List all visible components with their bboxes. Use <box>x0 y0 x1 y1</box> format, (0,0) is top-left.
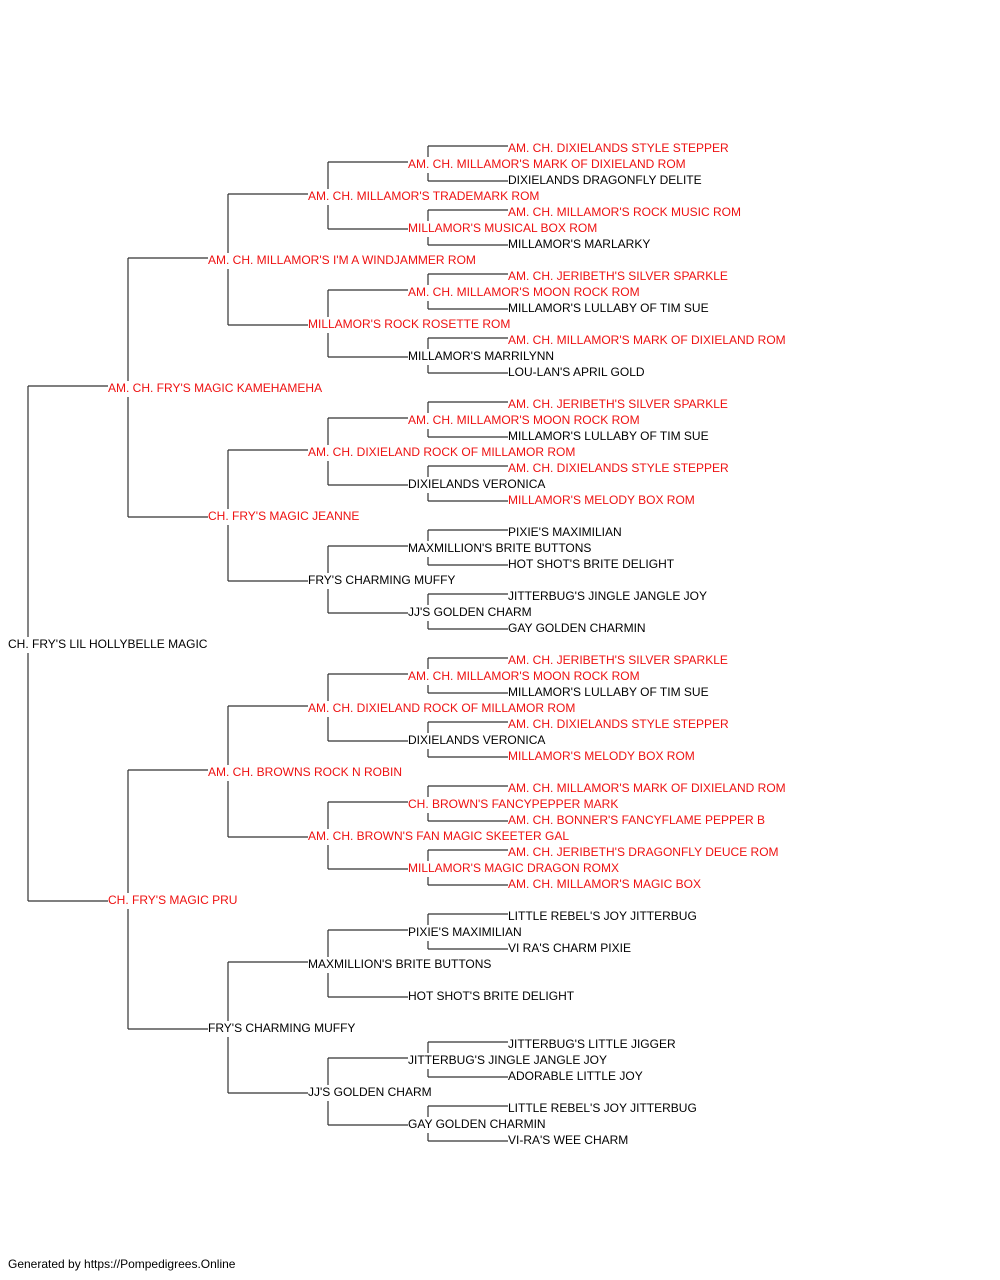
ancestor-name: MILLAMOR'S MARLARKY <box>508 237 653 251</box>
ancestor-name: AM. CH. DIXIELANDS STYLE STEPPER <box>508 461 731 475</box>
ancestor-name: AM. CH. MILLAMOR'S ROCK MUSIC ROM <box>508 205 743 219</box>
ancestor-name: LOU-LAN'S APRIL GOLD <box>508 365 647 379</box>
ancestor-name: CH. BROWN'S FANCYPEPPER MARK <box>408 797 621 811</box>
ancestor-name: PIXIE'S MAXIMILIAN <box>408 925 524 939</box>
ancestor-name: AM. CH. MILLAMOR'S TRADEMARK ROM <box>308 189 542 203</box>
ancestor-name: AM. CH. BONNER'S FANCYFLAME PEPPER B <box>508 813 768 827</box>
ancestor-name: MILLAMOR'S MUSICAL BOX ROM <box>408 221 600 235</box>
ancestor-name: AM. CH. MILLAMOR'S MARK OF DIXIELAND ROM <box>408 157 688 171</box>
ancestor-name: MILLAMOR'S MAGIC DRAGON ROMX <box>408 861 621 875</box>
ancestor-name: JITTERBUG'S JINGLE JANGLE JOY <box>508 589 709 603</box>
ancestor-name: MILLAMOR'S LULLABY OF TIM SUE <box>508 429 711 443</box>
ancestor-name: AM. CH. JERIBETH'S DRAGONFLY DEUCE ROM <box>508 845 781 859</box>
ancestor-name: AM. CH. MILLAMOR'S MOON ROCK ROM <box>408 413 642 427</box>
ancestor-name: AM. CH. MILLAMOR'S MARK OF DIXIELAND ROM <box>508 333 788 347</box>
ancestor-name: AM. CH. DIXIELAND ROCK OF MILLAMOR ROM <box>308 701 578 715</box>
ancestor-name: GAY GOLDEN CHARMIN <box>408 1117 548 1131</box>
ancestor-name: MILLAMOR'S MELODY BOX ROM <box>508 493 697 507</box>
ancestor-name: CH. FRY'S MAGIC JEANNE <box>208 509 362 523</box>
ancestor-name: MILLAMOR'S ROCK ROSETTE ROM <box>308 317 513 331</box>
ancestor-name: LITTLE REBEL'S JOY JITTERBUG <box>508 1101 699 1115</box>
ancestor-name: HOT SHOT'S BRITE DELIGHT <box>408 989 577 1003</box>
ancestor-name: AM. CH. MILLAMOR'S MOON ROCK ROM <box>408 285 642 299</box>
ancestor-name: VI RA'S CHARM PIXIE <box>508 941 633 955</box>
ancestor-name: CH. FRY'S MAGIC PRU <box>108 893 240 907</box>
ancestor-name: AM. CH. MILLAMOR'S MAGIC BOX <box>508 877 703 891</box>
footer-credit: Generated by https://Pompedigrees.Online <box>8 1257 236 1271</box>
ancestor-name: AM. CH. MILLAMOR'S MOON ROCK ROM <box>408 669 642 683</box>
ancestor-name: AM. CH. MILLAMOR'S I'M A WINDJAMMER ROM <box>208 253 478 267</box>
ancestor-name: DIXIELANDS VERONICA <box>408 733 548 747</box>
ancestor-name: FRY'S CHARMING MUFFY <box>208 1021 358 1035</box>
ancestor-name: DIXIELANDS VERONICA <box>408 477 548 491</box>
ancestor-name: MILLAMOR'S MELODY BOX ROM <box>508 749 697 763</box>
ancestor-name: LITTLE REBEL'S JOY JITTERBUG <box>508 909 699 923</box>
ancestor-name: GAY GOLDEN CHARMIN <box>508 621 648 635</box>
ancestor-name: JJ'S GOLDEN CHARM <box>308 1085 434 1099</box>
ancestor-name: DIXIELANDS DRAGONFLY DELITE <box>508 173 704 187</box>
ancestor-name: VI-RA'S WEE CHARM <box>508 1133 631 1147</box>
subject-dog-name: CH. FRY'S LIL HOLLYBELLE MAGIC <box>8 637 210 651</box>
ancestor-name: MAXMILLION'S BRITE BUTTONS <box>308 957 494 971</box>
ancestor-name: AM. CH. JERIBETH'S SILVER SPARKLE <box>508 653 730 667</box>
ancestor-name: MILLAMOR'S LULLABY OF TIM SUE <box>508 301 711 315</box>
ancestor-name: MILLAMOR'S MARRILYNN <box>408 349 557 363</box>
ancestor-name: AM. CH. BROWN'S FAN MAGIC SKEETER GAL <box>308 829 571 843</box>
ancestor-name: AM. CH. FRY'S MAGIC KAMEHAMEHA <box>108 381 325 395</box>
ancestor-name: AM. CH. DIXIELAND ROCK OF MILLAMOR ROM <box>308 445 578 459</box>
ancestor-name: FRY'S CHARMING MUFFY <box>308 573 458 587</box>
ancestor-name: AM. CH. BROWNS ROCK N ROBIN <box>208 765 405 779</box>
ancestor-name: ADORABLE LITTLE JOY <box>508 1069 645 1083</box>
ancestor-name: AM. CH. DIXIELANDS STYLE STEPPER <box>508 717 731 731</box>
ancestor-name: MILLAMOR'S LULLABY OF TIM SUE <box>508 685 711 699</box>
ancestor-name: AM. CH. DIXIELANDS STYLE STEPPER <box>508 141 731 155</box>
ancestor-name: JITTERBUG'S LITTLE JIGGER <box>508 1037 678 1051</box>
ancestor-name: JJ'S GOLDEN CHARM <box>408 605 534 619</box>
ancestor-name: HOT SHOT'S BRITE DELIGHT <box>508 557 677 571</box>
ancestor-name: AM. CH. MILLAMOR'S MARK OF DIXIELAND ROM <box>508 781 788 795</box>
ancestor-name: JITTERBUG'S JINGLE JANGLE JOY <box>408 1053 609 1067</box>
ancestor-name: AM. CH. JERIBETH'S SILVER SPARKLE <box>508 397 730 411</box>
ancestor-name: PIXIE'S MAXIMILIAN <box>508 525 624 539</box>
ancestor-name: AM. CH. JERIBETH'S SILVER SPARKLE <box>508 269 730 283</box>
ancestor-name: MAXMILLION'S BRITE BUTTONS <box>408 541 594 555</box>
